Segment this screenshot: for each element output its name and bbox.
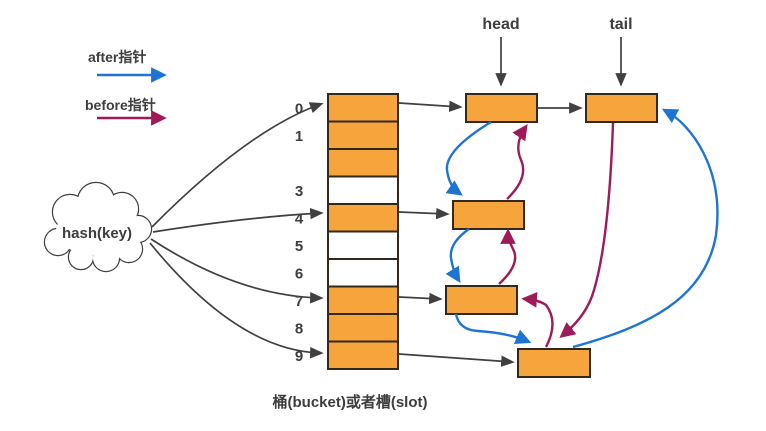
after-node3-to-node4 (456, 314, 527, 341)
bucket4-to-node2-arrow (399, 212, 447, 214)
bucket-index-label: 4 (295, 210, 304, 227)
bucket-array: 013456789 (295, 94, 398, 369)
cloud-label: hash(key) (62, 225, 132, 242)
bucket-cell (328, 232, 398, 260)
bucket-index-label: 7 (295, 293, 303, 310)
tail-label: tail (609, 16, 632, 33)
entry-node-4 (518, 349, 590, 377)
bucket-cell (328, 177, 398, 205)
bucket-cell (328, 287, 398, 315)
after-head-to-node2 (447, 122, 491, 193)
bucket7-to-node3-arrow (399, 297, 440, 299)
head-tail-labels: head tail (482, 16, 632, 84)
before-node4-to-node3 (526, 299, 553, 347)
bucket-cell (328, 259, 398, 287)
bucket-cell (328, 149, 398, 177)
entry-node-tail (586, 94, 657, 122)
bucket0-to-head-arrow (399, 103, 460, 107)
bucket-index-label: 6 (295, 265, 303, 282)
before-tail-to-node4 (563, 123, 613, 335)
before-node2-to-head (507, 128, 525, 199)
hash-arrow-to-bucket-0 (152, 104, 321, 227)
after-node4-to-tail (573, 111, 717, 347)
bucket-index-label: 8 (295, 320, 303, 337)
bucket-index-label: 5 (295, 238, 303, 255)
bucket-cell (328, 122, 398, 150)
bucket-cell (328, 314, 398, 342)
after-node2-to-node3 (451, 229, 469, 279)
legend-before-label: before指针 (85, 97, 156, 113)
bucket-cell (328, 342, 398, 370)
bucket-index-label: 3 (295, 183, 303, 200)
bucket-cell (328, 204, 398, 232)
head-label: head (482, 16, 519, 33)
hash-cloud: hash(key) (45, 183, 151, 271)
entry-node-2 (453, 201, 524, 229)
legend: after指针 before指针 (85, 49, 162, 118)
before-node3-to-node2 (499, 233, 515, 284)
bucket9-to-node4-arrow (399, 354, 512, 362)
bucket-caption: 桶(bucket)或者槽(slot) (273, 393, 428, 411)
entry-node-3 (446, 286, 517, 314)
legend-after-label: after指针 (88, 49, 146, 65)
entry-node-head (466, 94, 537, 122)
bucket-cell (328, 94, 398, 122)
bucket-index-label: 1 (295, 128, 303, 145)
